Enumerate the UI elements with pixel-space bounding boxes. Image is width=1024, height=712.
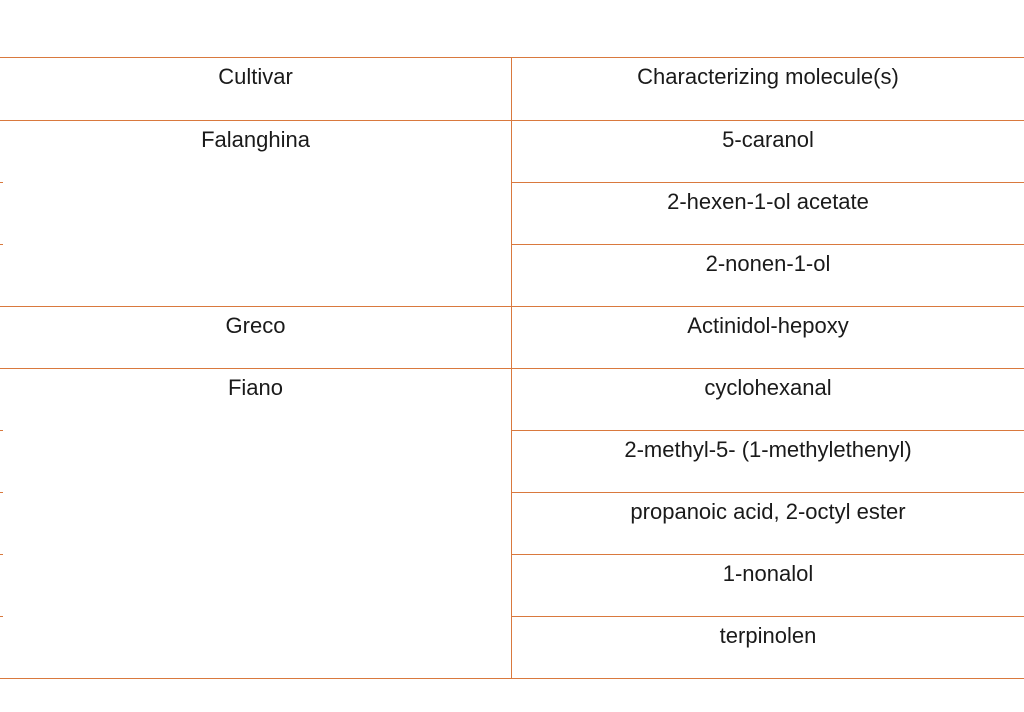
- group-greco: Greco Actinidol-hepoxy: [0, 307, 1024, 369]
- cultivar-table: Cultivar Characterizing molecule(s) Fala…: [0, 57, 1024, 679]
- molecule-cell: terpinolen: [719, 623, 817, 648]
- edge-tick: [0, 616, 3, 617]
- molecule-cell: 2-methyl-5- (1-methylethenyl): [624, 437, 912, 462]
- header-cultivar: Cultivar: [218, 64, 293, 89]
- group-divider: [0, 368, 1024, 369]
- molecule-cell: cyclohexanal: [704, 375, 832, 400]
- row-divider: [512, 616, 1024, 617]
- table-row: 2-hexen-1-ol acetate: [0, 183, 1024, 245]
- table-row: 2-nonen-1-ol: [0, 245, 1024, 307]
- header-row: Cultivar Characterizing molecule(s): [0, 58, 1024, 120]
- edge-tick: [0, 430, 3, 431]
- molecule-cell: 5-caranol: [722, 127, 814, 152]
- table-row: cyclohexanal: [0, 369, 1024, 431]
- row-divider: [512, 554, 1024, 555]
- edge-tick: [0, 492, 3, 493]
- group-divider: [0, 306, 1024, 307]
- molecule-cell: 1-nonalol: [722, 561, 814, 586]
- row-divider: [512, 430, 1024, 431]
- table-row: 5-caranol: [0, 121, 1024, 183]
- molecule-cell: Actinidol-hepoxy: [687, 313, 849, 338]
- row-divider: [512, 492, 1024, 493]
- group-falanghina: Falanghina: [0, 121, 1024, 307]
- group-fiano: Fiano: [0, 369, 1024, 679]
- row-divider: [512, 182, 1024, 183]
- header-divider: [0, 120, 1024, 121]
- cultivar-cell: Greco: [225, 313, 286, 338]
- row-divider: [512, 244, 1024, 245]
- molecule-cell: 2-nonen-1-ol: [705, 251, 831, 276]
- molecule-cell: 2-hexen-1-ol acetate: [667, 189, 869, 214]
- table-row: propanoic acid, 2-octyl ester: [0, 493, 1024, 555]
- edge-tick: [0, 554, 3, 555]
- header-molecules: Characterizing molecule(s): [637, 64, 899, 89]
- edge-tick: [0, 182, 3, 183]
- cultivar-cell: Fiano: [227, 375, 284, 400]
- table-row: 2-methyl-5- (1-methylethenyl): [0, 431, 1024, 493]
- molecule-cell: propanoic acid, 2-octyl ester: [630, 499, 906, 524]
- edge-tick: [0, 244, 3, 245]
- cultivar-cell: Falanghina: [201, 127, 310, 152]
- table-row: terpinolen: [0, 617, 1024, 679]
- table-row: 1-nonalol: [0, 555, 1024, 617]
